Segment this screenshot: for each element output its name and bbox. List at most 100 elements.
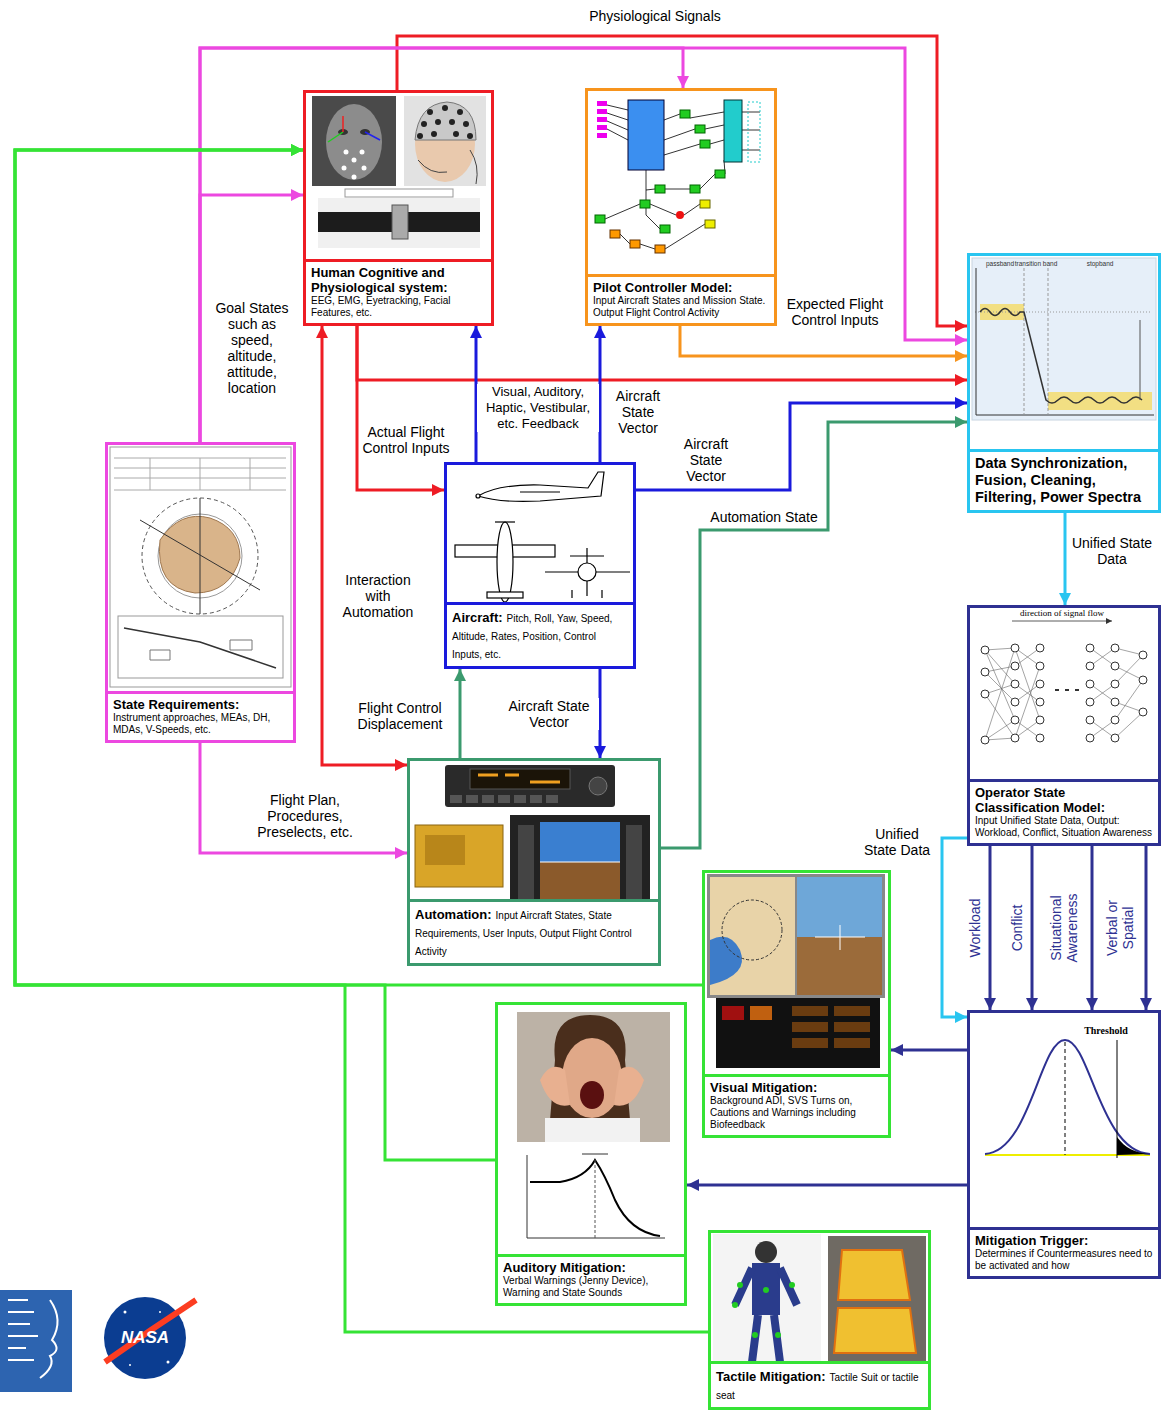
text-panel: State Requirements:Instrument approaches…: [108, 691, 293, 740]
tactile-suit-photo-part: [752, 1263, 780, 1315]
respiration-belt-photo-part: [392, 205, 408, 239]
filter-response-chart-part: [980, 309, 1142, 404]
neural-network-part: [1055, 689, 1079, 691]
respiration-belt-photo-part: [318, 198, 480, 248]
connector-label: Unified State Data: [858, 826, 936, 858]
text-panel: Automation:Input Aircraft States, State …: [410, 899, 658, 963]
box-description: Input Unified State Data, Output: Worklo…: [975, 815, 1153, 839]
process-box: Data Synchronization, Fusion, Cleaning, …: [967, 253, 1161, 513]
face-tracking-photo-part: [326, 104, 382, 180]
process-box: Mitigation Trigger:Determines if Counter…: [967, 1010, 1161, 1279]
illustration-part-part: [1139, 708, 1147, 716]
illustration-part-part: [1011, 644, 1019, 652]
text-panel: Human Cognitive and Physiological system…: [306, 259, 491, 323]
block-diagram-part: [690, 185, 700, 193]
yelling-photo-part: [517, 1012, 670, 1142]
filter-response-chart: [972, 258, 1156, 420]
eeg-cap-photo-part: [449, 119, 455, 125]
logo-text: NASA: [121, 1329, 169, 1347]
autopilot-panel-part: [445, 765, 615, 807]
illustration-part-part: [1036, 662, 1044, 670]
autopilot-panel-part: [415, 825, 503, 887]
tactile-suit-photo: [713, 1234, 821, 1368]
connector-arrow: [891, 1049, 967, 1052]
box-title: State Requirements:: [113, 697, 284, 712]
display-screens-part: [710, 877, 795, 995]
nasa-logo-part: [159, 1311, 161, 1313]
eeg-cap-photo-part: [417, 133, 423, 139]
eeg-cap-photo-part: [421, 121, 427, 127]
illustration-part-part: [1036, 680, 1044, 688]
lab-logo-part: [0, 1290, 72, 1392]
illustration-part-part: [1086, 644, 1094, 652]
respiration-belt-photo: [318, 189, 480, 248]
figure-label: stopband: [1087, 260, 1114, 267]
tactile-seat-photo-part: [828, 1236, 926, 1368]
face-tracking-photo-part: [342, 166, 347, 171]
approach-plate-part: [118, 616, 283, 678]
display-screens-part: [722, 1006, 744, 1020]
aircraft-three-view-part: [476, 494, 480, 498]
bell-curve-part: [1065, 1042, 1066, 1155]
nasa-logo-part: [129, 1364, 131, 1366]
aircraft-three-view-part: [487, 592, 523, 598]
yelling-photo-part: [545, 1118, 640, 1142]
tactile-suit-photo-part: [713, 1234, 821, 1368]
connector-label: Interaction with Automation: [334, 572, 422, 620]
text-panel: Tactile Mitigation:Tactile Suit or tacti…: [711, 1361, 928, 1407]
face-tracking-photo-part: [312, 96, 396, 186]
eeg-cap-photo-part: [453, 131, 459, 137]
autopilot-panel-part: [518, 825, 534, 900]
illustration-part-part: [1086, 662, 1094, 670]
text-panel: Mitigation Trigger:Determines if Counter…: [970, 1227, 1158, 1276]
bell-curve-part: [1117, 1137, 1150, 1155]
display-screens-part: [834, 1006, 870, 1016]
box-description: Verbal Warnings (Jenny Device), Warning …: [503, 1275, 679, 1299]
figure-label: passband: [986, 260, 1014, 267]
process-box: Operator State Classification Model:Inpu…: [967, 605, 1161, 846]
box-title: Pilot Controller Model:: [593, 280, 765, 295]
tactile-suit-photo-part: [763, 1287, 769, 1293]
block-diagram-part: [597, 125, 607, 130]
illustration-part-part: [1011, 716, 1019, 724]
filter-response-chart-part: [975, 312, 1152, 313]
illustration-part-part: [1036, 644, 1044, 652]
block-diagram-part: [705, 220, 715, 228]
neural-network-part: [1012, 621, 1112, 622]
block-diagram-part: [597, 101, 607, 106]
frequency-response-chart: [517, 1148, 670, 1244]
process-box: Auditory Mitigation:Verbal Warnings (Jen…: [495, 1002, 687, 1306]
box-title: Mitigation Trigger:: [975, 1233, 1149, 1248]
box-title: Human Cognitive and Physiological system…: [311, 265, 482, 295]
block-diagram-part: [676, 211, 684, 219]
approach-plate: [110, 447, 291, 687]
neural-network-part: [985, 648, 1143, 740]
display-screens-part: [716, 998, 880, 1068]
yelling-photo-part: [540, 1067, 570, 1106]
display-screens-part: [834, 1022, 870, 1032]
illustration-part-part: [1111, 734, 1119, 742]
autopilot-panel-part: [540, 862, 620, 863]
connector-label: Expected Flight Control Inputs: [778, 296, 892, 328]
display-screens-part: [707, 874, 885, 998]
autopilot-panel-part: [466, 795, 478, 803]
autopilot-panel-part: [540, 862, 620, 902]
frequency-response-chart-part: [595, 1160, 596, 1238]
frequency-response-chart-part: [527, 1155, 665, 1238]
block-diagram-part: [715, 170, 725, 178]
box-description: Input Aircraft States and Mission State.…: [593, 295, 769, 319]
tactile-suit-photo-part: [755, 1241, 777, 1263]
connector-label: Aircraft State Vector: [673, 436, 739, 484]
yelling-photo: [517, 1012, 670, 1142]
box-description: Determines if Countermeasures need to be…: [975, 1248, 1153, 1272]
box-title: Data Synchronization, Fusion, Cleaning, …: [975, 455, 1149, 506]
connector-arrow: [636, 403, 967, 490]
nasa-logo-part: [124, 1311, 127, 1314]
connector-arrow: [661, 422, 967, 848]
lab-logo-part: [8, 1300, 58, 1378]
tactile-suit-photo-part: [732, 1302, 738, 1308]
eeg-cap-photo-part: [415, 102, 476, 140]
box-title: Visual Mitigation:: [710, 1080, 879, 1095]
autopilot-panel-part: [470, 769, 570, 789]
connector-arrow: [15, 150, 495, 1160]
